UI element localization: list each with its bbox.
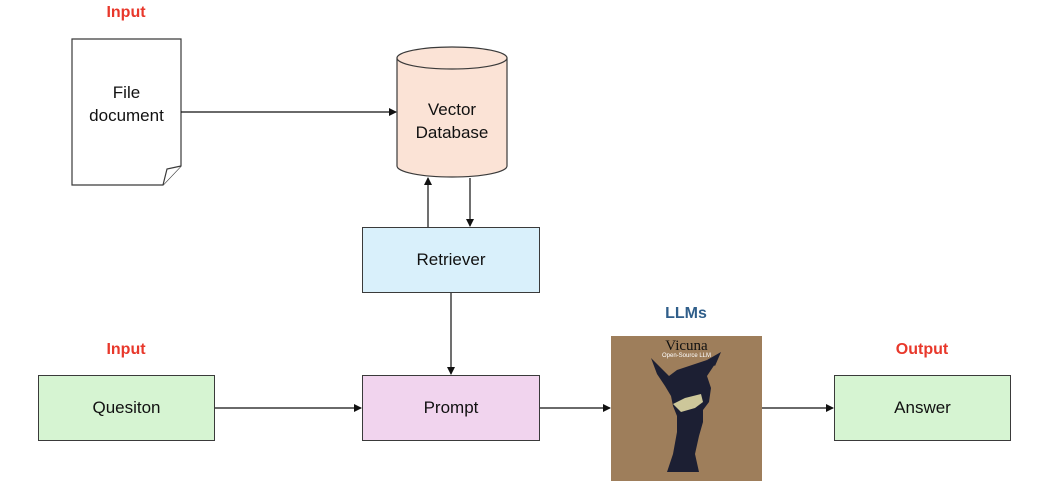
vector-database-line1: Vector bbox=[427, 100, 477, 119]
file-document-fold bbox=[162, 165, 182, 186]
answer-label: Answer bbox=[894, 398, 951, 417]
vector-database-label: Vector Database bbox=[397, 98, 507, 144]
vicuna-title: Vicuna bbox=[665, 338, 708, 354]
vicuna-subtitle: Open-Source LLM bbox=[661, 353, 712, 359]
prompt-node: Prompt bbox=[362, 375, 540, 441]
input-label-bottom: Input bbox=[106, 341, 146, 358]
file-document-label: File document bbox=[72, 81, 181, 127]
vicuna-llama-silhouette bbox=[651, 358, 715, 472]
vector-database-line2: Database bbox=[415, 123, 489, 142]
question-label: Quesiton bbox=[92, 398, 161, 417]
retriever-node: Retriever bbox=[362, 227, 540, 293]
vicuna-illustration bbox=[611, 336, 762, 481]
output-label: Output bbox=[895, 341, 949, 358]
input-label-top: Input bbox=[106, 4, 146, 21]
answer-node: Answer bbox=[834, 375, 1011, 441]
file-document-line1: File bbox=[112, 83, 141, 102]
retriever-label: Retriever bbox=[416, 250, 486, 269]
vector-database-cylinder bbox=[396, 58, 508, 178]
vector-database-top bbox=[396, 46, 508, 70]
vicuna-ear bbox=[707, 352, 721, 366]
vicuna-muzzle bbox=[673, 394, 703, 412]
llms-label: LLMs bbox=[665, 305, 707, 322]
prompt-label: Prompt bbox=[423, 398, 479, 417]
question-node: Quesiton bbox=[38, 375, 215, 441]
vicuna-llm-image: Vicuna Open-Source LLM bbox=[611, 336, 762, 481]
file-document-line2: document bbox=[89, 106, 164, 125]
